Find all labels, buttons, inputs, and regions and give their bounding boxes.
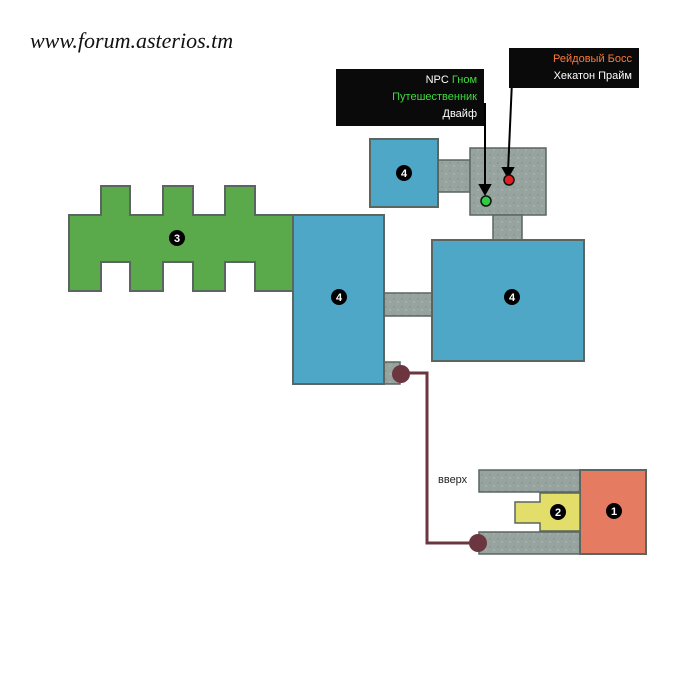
npc-arrowhead <box>478 184 492 197</box>
pointer-arrows <box>478 80 515 197</box>
route-start-dot <box>392 365 410 383</box>
route-end-dot <box>469 534 487 552</box>
zone-number-2: 2 <box>555 507 561 519</box>
zone-badge-3: 3 <box>169 230 185 246</box>
boss-arrow <box>507 80 513 173</box>
zone-number-1: 1 <box>611 506 617 518</box>
zone-badge-4-middle: 4 <box>331 289 347 305</box>
npc-tooltip: NPC Гном Путешественник Двайф <box>336 69 484 126</box>
npc-title: Гном Путешественник <box>392 74 477 103</box>
zone-badge-1: 1 <box>606 503 622 519</box>
lower-corridor-top <box>478 469 581 493</box>
up-label: вверх <box>438 474 468 486</box>
zone-badge-2: 2 <box>550 504 566 520</box>
boss-tooltip: Рейдовый Босс Хекатон Прайм <box>509 48 639 88</box>
corridor-boss-down <box>492 214 523 241</box>
boss-marker-icon[interactable] <box>503 174 515 186</box>
site-watermark: www.forum.asterios.tm <box>30 28 234 53</box>
zone-labels: 3 4 4 4 2 1 <box>169 165 622 520</box>
boss-arrowhead <box>501 167 515 180</box>
corridor-middle <box>383 292 433 317</box>
boss-name: Хекатон Прайм <box>553 70 632 82</box>
water-room-right <box>431 239 585 362</box>
npc-name: Двайф <box>442 108 477 120</box>
lower-corridor-bottom <box>478 531 581 555</box>
corridor-top-left <box>437 159 471 193</box>
zone-number-4: 4 <box>336 292 343 304</box>
zone-badge-4-small: 4 <box>396 165 412 181</box>
corridors <box>382 147 581 555</box>
zone-badge-4-right: 4 <box>504 289 520 305</box>
yellow-zone <box>514 492 581 532</box>
npc-marker-icon[interactable] <box>480 195 492 207</box>
zone-number-4: 4 <box>509 292 516 304</box>
zone-number-3: 3 <box>174 233 180 245</box>
route-path <box>400 371 478 545</box>
zone-number-4: 4 <box>401 168 408 180</box>
npc-prefix: NPC <box>425 74 449 86</box>
water-rooms <box>292 138 585 385</box>
npc-tooltip-line1: NPC Гном Путешественник <box>343 72 477 106</box>
boss-title: Рейдовый Босс <box>553 53 632 65</box>
